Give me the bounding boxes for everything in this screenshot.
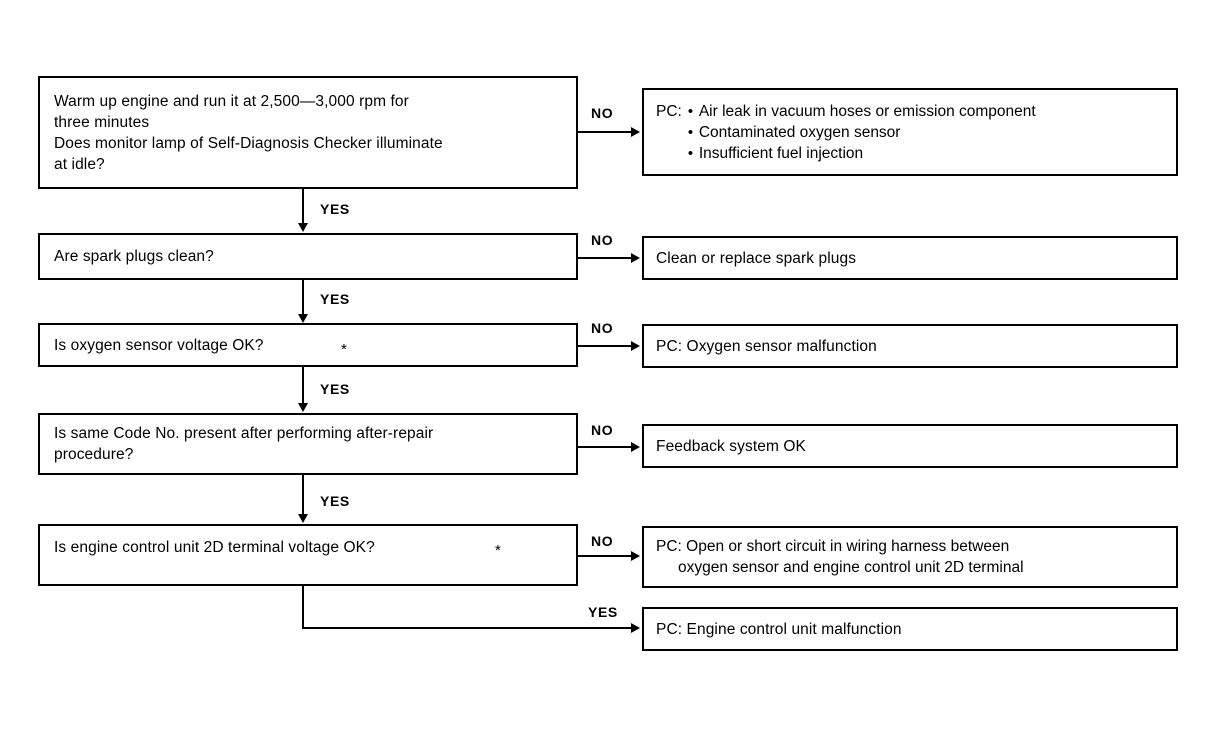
pc-label-1: PC: bbox=[656, 102, 682, 120]
edge-label-yes-4: YES bbox=[320, 493, 350, 509]
question-box-4: Is same Code No. present after performin… bbox=[38, 413, 578, 475]
arrowhead-no-4 bbox=[631, 442, 640, 452]
bullet-text-2: Contaminated oxygen sensor bbox=[698, 123, 901, 141]
result-box-2: Clean or replace spark plugs bbox=[642, 236, 1178, 280]
result-box-4: Feedback system OK bbox=[642, 424, 1178, 468]
connector-yes-4 bbox=[302, 475, 304, 518]
arrowhead-no-5 bbox=[631, 551, 640, 561]
connector-yes-1 bbox=[302, 189, 304, 227]
question-box-4-line-2: procedure? bbox=[54, 446, 134, 463]
edge-label-yes-2: YES bbox=[320, 291, 350, 307]
list-item: • Air leak in vacuum hoses or emission c… bbox=[688, 101, 1164, 122]
result-box-5-line-2: oxygen sensor and engine control unit 2D… bbox=[678, 559, 1024, 576]
result-box-4-text: Feedback system OK bbox=[656, 437, 806, 455]
connector-yes-5-vertical bbox=[302, 586, 304, 629]
question-box-1-line-2: three minutes bbox=[54, 113, 150, 131]
result-box-1: PC: • Air leak in vacuum hoses or emissi… bbox=[642, 88, 1178, 176]
asterisk-marker-3: * bbox=[341, 341, 347, 358]
result-box-2-text: Clean or replace spark plugs bbox=[656, 249, 857, 267]
arrowhead-yes-5 bbox=[631, 623, 640, 633]
arrowhead-no-3 bbox=[631, 341, 640, 351]
connector-no-4 bbox=[578, 446, 633, 448]
result-box-6-text: PC: Engine control unit malfunction bbox=[656, 620, 902, 638]
result-box-6: PC: Engine control unit malfunction bbox=[642, 607, 1178, 651]
question-box-3-line-1: Is oxygen sensor voltage OK? bbox=[54, 336, 264, 354]
question-box-1-line-1: Warm up engine and run it at 2,500—3,000… bbox=[54, 92, 409, 110]
edge-label-yes-5: YES bbox=[588, 604, 618, 620]
result-box-1-content: PC: • Air leak in vacuum hoses or emissi… bbox=[644, 101, 1176, 164]
list-item: • Insufficient fuel injection bbox=[688, 143, 1164, 164]
bullet-text-1: Air leak in vacuum hoses or emission com… bbox=[698, 102, 1036, 120]
edge-label-yes-3: YES bbox=[320, 381, 350, 397]
connector-no-5 bbox=[578, 555, 633, 557]
question-box-1: Warm up engine and run it at 2,500—3,000… bbox=[38, 76, 578, 189]
question-box-4-line-1: Is same Code No. present after performin… bbox=[54, 425, 434, 442]
arrowhead-yes-3 bbox=[298, 403, 308, 412]
connector-no-2 bbox=[578, 257, 633, 259]
edge-label-no-4: NO bbox=[591, 422, 614, 438]
arrowhead-yes-2 bbox=[298, 314, 308, 323]
result-box-3: PC: Oxygen sensor malfunction bbox=[642, 324, 1178, 368]
question-box-2: Are spark plugs clean? bbox=[38, 233, 578, 280]
question-box-1-line-4: at idle? bbox=[54, 155, 105, 173]
result-box-5: PC: Open or short circuit in wiring harn… bbox=[642, 526, 1178, 588]
edge-label-no-5: NO bbox=[591, 533, 614, 549]
connector-no-1 bbox=[578, 131, 633, 133]
bullet-dot-icon: • bbox=[687, 102, 694, 120]
question-box-2-line-1: Are spark plugs clean? bbox=[54, 248, 214, 265]
question-box-3: Is oxygen sensor voltage OK? bbox=[38, 323, 578, 367]
question-box-5-line-1: Is engine control unit 2D terminal volta… bbox=[54, 538, 375, 556]
result-box-5-line-1: PC: Open or short circuit in wiring harn… bbox=[656, 538, 1010, 555]
asterisk-marker-5: * bbox=[495, 542, 501, 559]
list-item: • Contaminated oxygen sensor bbox=[688, 122, 1164, 143]
edge-label-no-3: NO bbox=[591, 320, 614, 336]
bullet-dot-icon: • bbox=[687, 123, 694, 141]
question-box-5: Is engine control unit 2D terminal volta… bbox=[38, 524, 578, 586]
arrowhead-yes-4 bbox=[298, 514, 308, 523]
arrowhead-yes-1 bbox=[298, 223, 308, 232]
connector-yes-2 bbox=[302, 280, 304, 318]
edge-label-no-1: NO bbox=[591, 105, 614, 121]
arrowhead-no-1 bbox=[631, 127, 640, 137]
arrowhead-no-2 bbox=[631, 253, 640, 263]
question-box-1-line-3: Does monitor lamp of Self-Diagnosis Chec… bbox=[54, 134, 443, 152]
connector-no-3 bbox=[578, 345, 633, 347]
bullet-dot-icon: • bbox=[687, 144, 694, 162]
bullet-text-3: Insufficient fuel injection bbox=[698, 144, 864, 162]
edge-label-no-2: NO bbox=[591, 232, 614, 248]
bullet-list-1: • Air leak in vacuum hoses or emission c… bbox=[688, 101, 1164, 164]
connector-yes-5-horizontal bbox=[302, 627, 633, 629]
connector-yes-3 bbox=[302, 367, 304, 407]
result-box-3-text: PC: Oxygen sensor malfunction bbox=[656, 337, 877, 355]
edge-label-yes-1: YES bbox=[320, 201, 350, 217]
